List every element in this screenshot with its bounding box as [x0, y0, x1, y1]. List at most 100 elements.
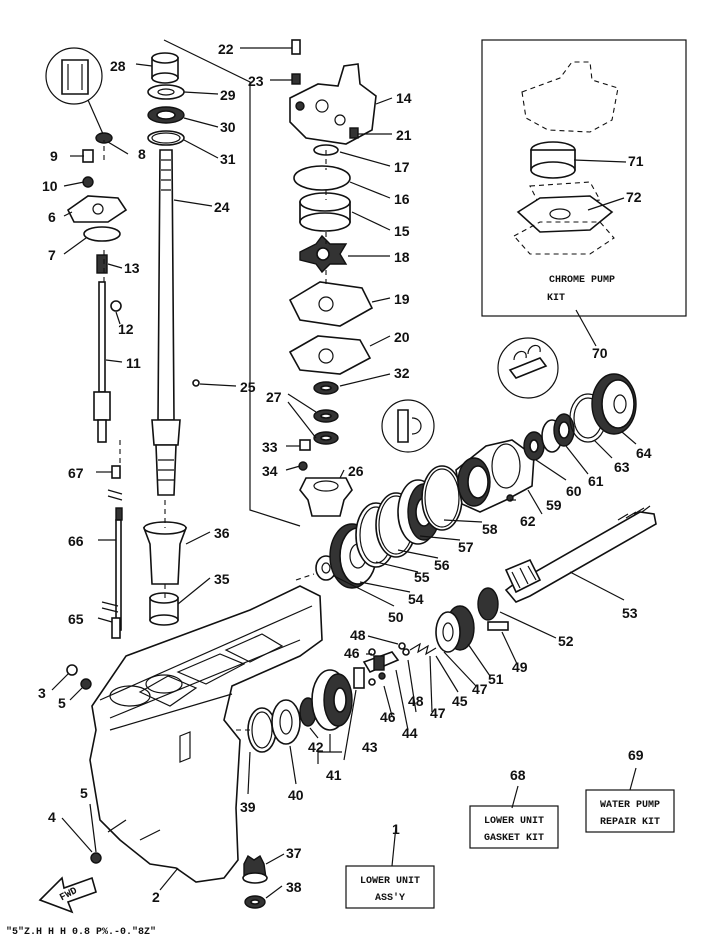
footer-code: "5"Z.H H H 0.8 P%.-0."8Z" — [6, 926, 156, 938]
o-ring-7 — [83, 226, 121, 242]
label-61: 61 — [588, 473, 604, 489]
pin-67 — [111, 465, 121, 479]
label-7: 7 — [48, 247, 56, 263]
label-32: 32 — [394, 365, 410, 381]
o-ring-16 — [293, 165, 351, 191]
spring-67 — [107, 489, 123, 501]
shift-rod-11 — [93, 281, 111, 443]
label-56: 56 — [434, 557, 450, 573]
label-24: 24 — [214, 199, 230, 215]
pin-49 — [487, 621, 509, 631]
label-28: 28 — [110, 58, 126, 74]
chrome-pump-kit-label-1: CHROME PUMP — [549, 275, 615, 286]
label-16: 16 — [394, 191, 410, 207]
label-11: 11 — [126, 355, 141, 371]
pin-25 — [192, 379, 200, 387]
rod-66 — [115, 519, 122, 631]
bolt-3 — [66, 664, 78, 676]
label-27: 27 — [266, 389, 282, 405]
sleeve-36 — [142, 521, 188, 585]
detail-circle-clip — [45, 47, 103, 105]
label-1: 1 — [392, 821, 400, 837]
label-6: 6 — [48, 209, 56, 225]
label-64: 64 — [636, 445, 652, 461]
bearing-35 — [149, 592, 179, 626]
bolt-22 — [291, 39, 301, 55]
detail-circle-clip-b — [497, 337, 559, 399]
bolt-33 — [299, 439, 311, 451]
label-15: 15 — [394, 223, 410, 239]
label-69: 69 — [628, 747, 644, 763]
label-41: 41 — [326, 767, 342, 783]
label-67: 67 — [68, 465, 84, 481]
label-58: 58 — [482, 521, 498, 537]
leader-lines — [51, 47, 637, 899]
label-70: 70 — [592, 345, 608, 361]
label-37: 37 — [286, 845, 302, 861]
lower-casing-2 — [89, 585, 323, 883]
label-68: 68 — [510, 767, 526, 783]
water-pump-kit-label-1: WATER PUMP — [600, 800, 660, 811]
label-19: 19 — [394, 291, 410, 307]
label-38: 38 — [286, 879, 302, 895]
label-55: 55 — [414, 569, 430, 585]
assembly-lines — [103, 39, 327, 731]
label-12: 12 — [118, 321, 134, 337]
label-52: 52 — [558, 633, 574, 649]
lower-unit-assy-label-1: LOWER UNIT — [360, 876, 420, 887]
label-43: 43 — [362, 739, 378, 755]
label-59: 59 — [546, 497, 562, 513]
washer-5 — [80, 678, 92, 690]
chrome-pump-kit-box — [481, 39, 687, 317]
label-8: 8 — [138, 146, 146, 162]
gear-52 — [477, 587, 499, 621]
clip-12 — [110, 300, 122, 312]
plate-6 — [66, 195, 128, 223]
washer-29 — [147, 84, 185, 100]
label-26: 26 — [348, 463, 364, 479]
label-50: 50 — [388, 609, 404, 625]
lower-unit-assy-box — [345, 865, 435, 909]
bearing-housing-59 — [455, 439, 535, 513]
bolt-9 — [82, 149, 94, 163]
label-45: 45 — [452, 693, 468, 709]
label-48a: 48 — [350, 627, 366, 643]
propeller-shaft-53 — [504, 505, 657, 603]
washer-8 — [95, 132, 113, 144]
label-51: 51 — [488, 671, 504, 687]
label-2: 2 — [152, 889, 160, 905]
label-13: 13 — [124, 260, 140, 276]
bolt-4 — [90, 852, 102, 864]
spring-45 — [409, 642, 437, 656]
label-39: 39 — [240, 799, 256, 815]
label-40: 40 — [288, 787, 304, 803]
dowel-23 — [291, 73, 301, 85]
label-23: 23 — [248, 73, 264, 89]
label-48b: 48 — [408, 693, 424, 709]
label-47a: 47 — [430, 705, 446, 721]
label-5b: 5 — [80, 785, 88, 801]
label-60: 60 — [566, 483, 582, 499]
detail-circle-pin — [381, 399, 435, 453]
bearing-40 — [271, 699, 301, 745]
label-36: 36 — [214, 525, 230, 541]
forward-gear-41 — [311, 669, 353, 731]
label-46b: 46 — [380, 709, 396, 725]
impeller-18 — [299, 234, 348, 274]
gasket-20 — [288, 335, 372, 375]
label-33: 33 — [262, 439, 278, 455]
gasket-kit-label-2: GASKET KIT — [484, 833, 544, 844]
spring-65 — [101, 601, 119, 613]
label-72: 72 — [626, 189, 642, 205]
label-30: 30 — [220, 119, 236, 135]
label-53: 53 — [622, 605, 638, 621]
dog-clutch-44 — [362, 651, 400, 674]
label-18: 18 — [394, 249, 410, 265]
kit-pump-housing-outline — [521, 61, 619, 133]
grommet-13 — [96, 254, 108, 274]
label-31: 31 — [220, 151, 236, 167]
label-62: 62 — [520, 513, 536, 529]
bushing-28 — [151, 52, 179, 84]
label-54: 54 — [408, 591, 424, 607]
